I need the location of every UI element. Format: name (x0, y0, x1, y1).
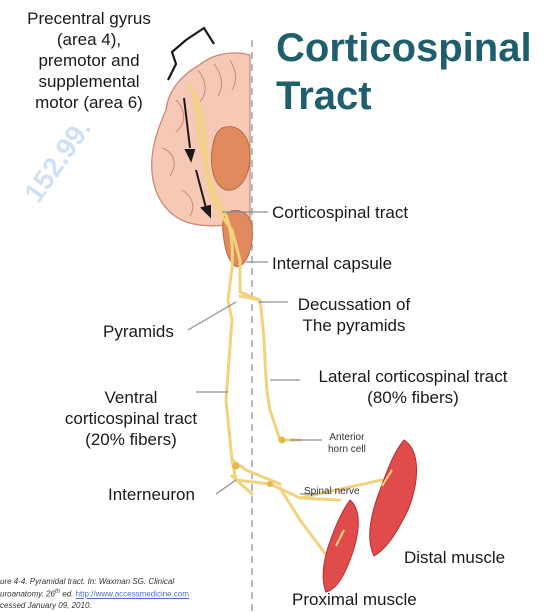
ventral-tract-label-line: Ventral (46, 387, 216, 408)
citation-line-2: uroanatomy. 26th ed. http://www.accessme… (0, 587, 275, 600)
page-title: Corticospinal Tract (276, 24, 532, 120)
ventral-tract-label-line: corticospinal tract (46, 408, 216, 429)
spinal-nerve-label: Spinal nerve (304, 486, 360, 498)
citation-link[interactable]: http://www.accessmedicine.com (76, 590, 189, 599)
basal-nucleus (212, 127, 250, 191)
title-line-1: Corticospinal (276, 24, 532, 72)
figure-citation: ure 4-4. Pyramidal tract. In: Waxman SG.… (0, 576, 275, 611)
cortex-label-line: premotor and (14, 50, 164, 71)
proximal-muscle-shape (323, 500, 358, 592)
title-line-2: Tract (276, 72, 532, 120)
anterior-horn-label: Anterior horn cell (328, 432, 366, 456)
decussation-label: Decussation of The pyramids (284, 294, 424, 336)
cortex-label: Precentral gyrus (area 4), premotor and … (14, 8, 164, 113)
anterior-horn-label-line: Anterior (328, 432, 366, 444)
citation-line-1: ure 4-4. Pyramidal tract. In: Waxman SG.… (0, 576, 275, 587)
lateral-tract-label-line: (80% fibers) (300, 387, 526, 408)
distal-muscle-label: Distal muscle (404, 547, 505, 568)
cortex-label-line: supplemental (14, 71, 164, 92)
muscles (323, 440, 416, 592)
anterior-horn-cell (279, 437, 286, 444)
interneuron-cell (233, 463, 240, 470)
proximal-muscle-label: Proximal muscle (292, 589, 417, 610)
internal-capsule-label: Internal capsule (272, 253, 392, 274)
citation-prefix: uroanatomy. 26 (0, 590, 55, 599)
ventral-tract-label: Ventral corticospinal tract (20% fibers) (46, 387, 216, 450)
cortex-label-line: Precentral gyrus (14, 8, 164, 29)
decussation-label-line: The pyramids (284, 315, 424, 336)
corticospinal-tract-label: Corticospinal tract (272, 202, 408, 223)
pyramids-label: Pyramids (103, 321, 174, 342)
citation-mid: ed. (60, 590, 76, 599)
ventral-tract-label-line: (20% fibers) (46, 429, 216, 450)
lateral-tract-label-line: Lateral corticospinal tract (300, 366, 526, 387)
interneuron-label: Interneuron (108, 484, 195, 505)
cortex-label-line: (area 4), (14, 29, 164, 50)
anterior-horn-label-line: horn cell (328, 444, 366, 456)
distal-muscle-shape (370, 440, 417, 556)
decussation-label-line: Decussation of (284, 294, 424, 315)
citation-line-3: cessed January 09, 2010. (0, 600, 275, 611)
spinal-junction-cell (267, 481, 273, 487)
lateral-tract-label: Lateral corticospinal tract (80% fibers) (300, 366, 526, 408)
cortex-label-line: motor (area 6) (14, 92, 164, 113)
